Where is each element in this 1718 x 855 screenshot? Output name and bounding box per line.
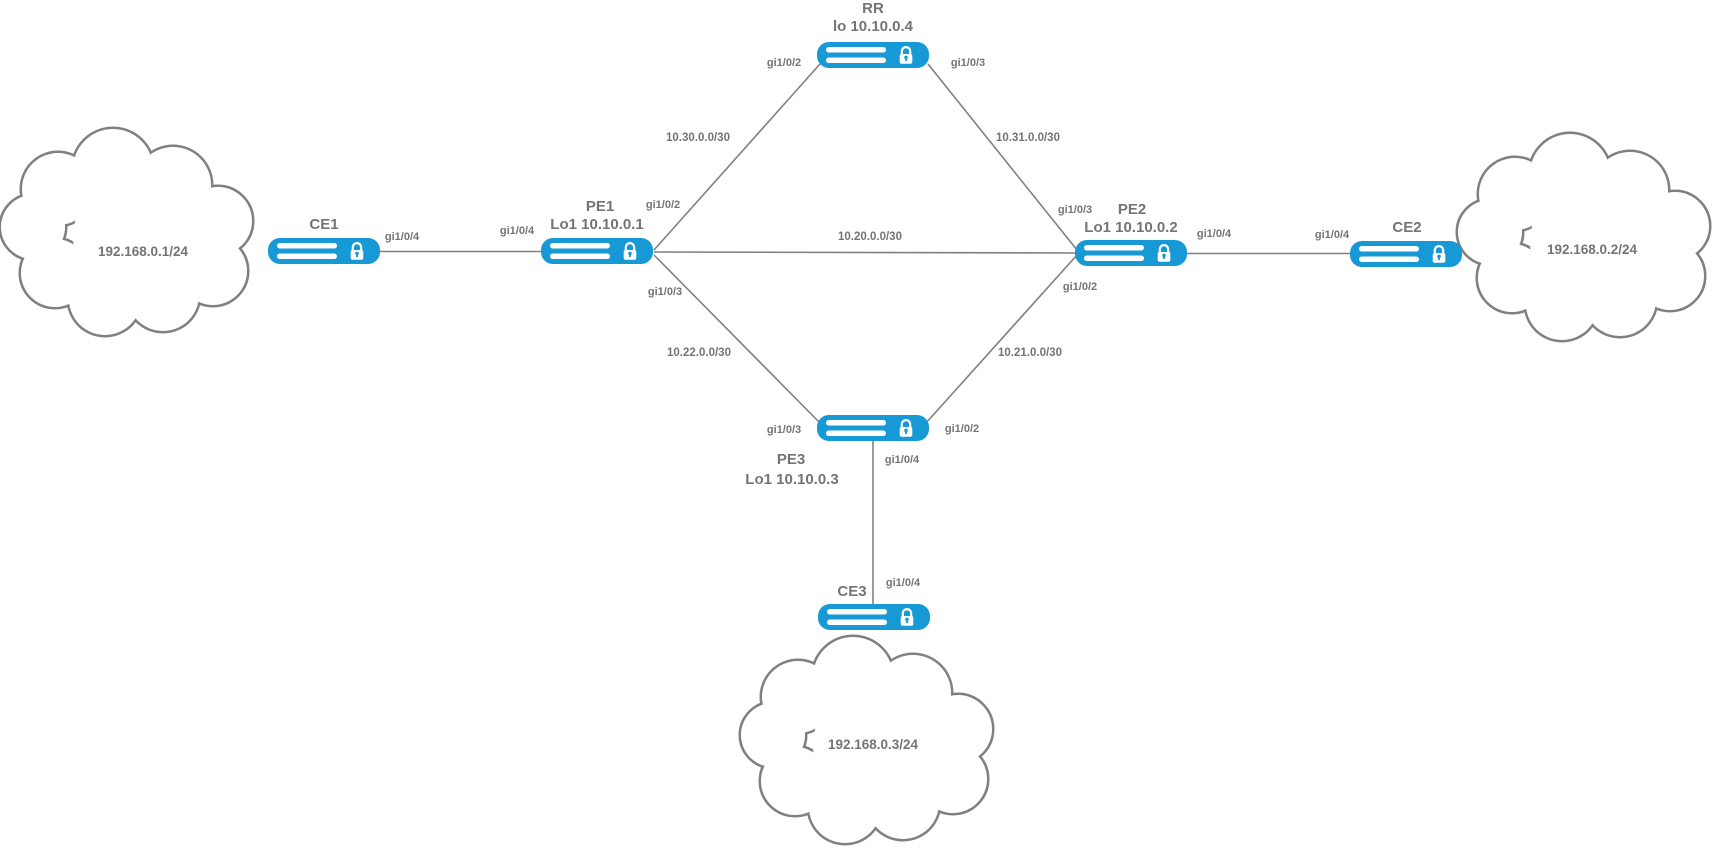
router-icon: [539, 236, 655, 266]
cloud-icon: [1, 129, 252, 335]
node-label-pe3: PE3: [777, 451, 805, 468]
iface-rr-gi102: gi1/0/2: [767, 57, 801, 69]
router-icon: [1348, 239, 1464, 269]
router-rr[interactable]: [815, 40, 931, 70]
iface-pe3-gi103: gi1/0/3: [767, 424, 801, 436]
iface-pe1-gi104: gi1/0/4: [500, 225, 535, 237]
cloud-network-1-label: 192.168.0.1/24: [98, 244, 189, 259]
node-label-rr: RR: [862, 0, 884, 17]
node-label-ce3: CE3: [837, 583, 866, 600]
link-pe1-pe3[interactable]: [653, 254, 821, 424]
cloud-network-3-label: 192.168.0.3/24: [828, 737, 919, 752]
subnet-rr-pe2: 10.31.0.0/30: [996, 132, 1060, 144]
router-icon: [266, 236, 382, 266]
iface-rr-gi103: gi1/0/3: [951, 57, 985, 69]
iface-pe2-gi104: gi1/0/4: [1197, 228, 1232, 240]
iface-pe1-gi103: gi1/0/3: [648, 286, 682, 298]
link-pe3-pe2[interactable]: [925, 254, 1078, 424]
node-loopback-pe1: Lo1 10.10.0.1: [550, 216, 643, 233]
router-ce2[interactable]: [1348, 239, 1464, 269]
iface-pe3-gi102: gi1/0/2: [945, 423, 979, 435]
iface-ce1-gi104: gi1/0/4: [385, 231, 420, 243]
router-icon: [1073, 238, 1189, 268]
iface-pe1-gi102: gi1/0/2: [646, 199, 680, 211]
router-icon: [816, 602, 932, 632]
router-pe2[interactable]: [1073, 238, 1189, 268]
node-label-ce2: CE2: [1392, 219, 1421, 236]
link-pe1-rr[interactable]: [653, 63, 821, 251]
router-icon: [815, 413, 931, 443]
iface-pe2-gi102: gi1/0/2: [1063, 281, 1097, 293]
iface-pe2-gi103: gi1/0/3: [1058, 204, 1092, 216]
iface-ce3-gi104: gi1/0/4: [886, 577, 921, 589]
subnet-pe1-pe2: 10.20.0.0/30: [838, 231, 902, 243]
subnet-pe1-rr: 10.30.0.0/30: [666, 132, 730, 144]
node-label-pe1: PE1: [586, 198, 614, 215]
link-pe1-pe2[interactable]: [653, 251, 1077, 254]
cloud-network-1[interactable]: [1, 129, 252, 335]
iface-pe3-gi104: gi1/0/4: [885, 454, 920, 466]
router-ce1[interactable]: [266, 236, 382, 266]
cloud-network-2[interactable]: [1458, 134, 1709, 340]
router-icon: [815, 40, 931, 70]
router-pe3[interactable]: [815, 413, 931, 443]
node-label-ce1: CE1: [309, 216, 338, 233]
router-ce3[interactable]: [816, 602, 932, 632]
subnet-pe3-pe2: 10.21.0.0/30: [998, 347, 1062, 359]
node-loopback-pe3: Lo1 10.10.0.3: [745, 471, 838, 488]
cloud-icon: [1458, 134, 1709, 340]
iface-ce2-gi104: gi1/0/4: [1315, 229, 1350, 241]
router-pe1[interactable]: [539, 236, 655, 266]
node-loopback-pe2: Lo1 10.10.0.2: [1084, 219, 1177, 236]
cloud-network-2-label: 192.168.0.2/24: [1547, 242, 1638, 257]
subnet-pe1-pe3: 10.22.0.0/30: [667, 347, 731, 359]
node-label-pe2: PE2: [1118, 201, 1146, 218]
link-rr-pe2[interactable]: [927, 63, 1078, 251]
node-loopback-rr: lo 10.10.0.4: [833, 18, 914, 35]
